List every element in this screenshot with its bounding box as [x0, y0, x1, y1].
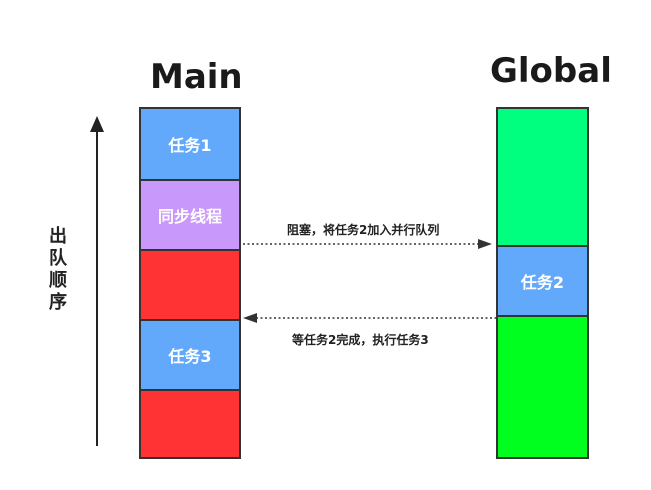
dequeue-order-label: 出队顺序 — [49, 226, 67, 313]
global-queue: 任务2 — [496, 107, 589, 459]
global-queue-title: Global — [490, 51, 612, 91]
main-block-blocked — [141, 249, 239, 319]
main-queue-title: Main — [150, 57, 243, 97]
block-arrow — [243, 239, 492, 249]
axis-arrow — [90, 116, 104, 446]
wait-arrow — [243, 313, 496, 323]
global-block-bottom — [498, 315, 587, 457]
main-block-task1-label: 任务1 — [168, 136, 212, 155]
global-block-task2: 任务2 — [498, 245, 587, 315]
main-block-sync-thread-label: 同步线程 — [157, 207, 222, 226]
main-block-task3-label: 任务3 — [168, 347, 212, 366]
main-block-task1: 任务1 — [141, 109, 239, 179]
global-block-task2-label: 任务2 — [520, 273, 565, 292]
main-block-sync-thread: 同步线程 — [141, 179, 239, 249]
main-block-tail — [141, 389, 239, 457]
global-block-top — [498, 109, 587, 245]
wait-arrow-label: 等任务2完成，执行任务3 — [292, 333, 429, 347]
main-queue: 任务1 同步线程 任务3 — [139, 107, 241, 459]
block-arrow-label: 阻塞，将任务2加入并行队列 — [287, 223, 440, 237]
main-block-task3: 任务3 — [141, 319, 239, 389]
